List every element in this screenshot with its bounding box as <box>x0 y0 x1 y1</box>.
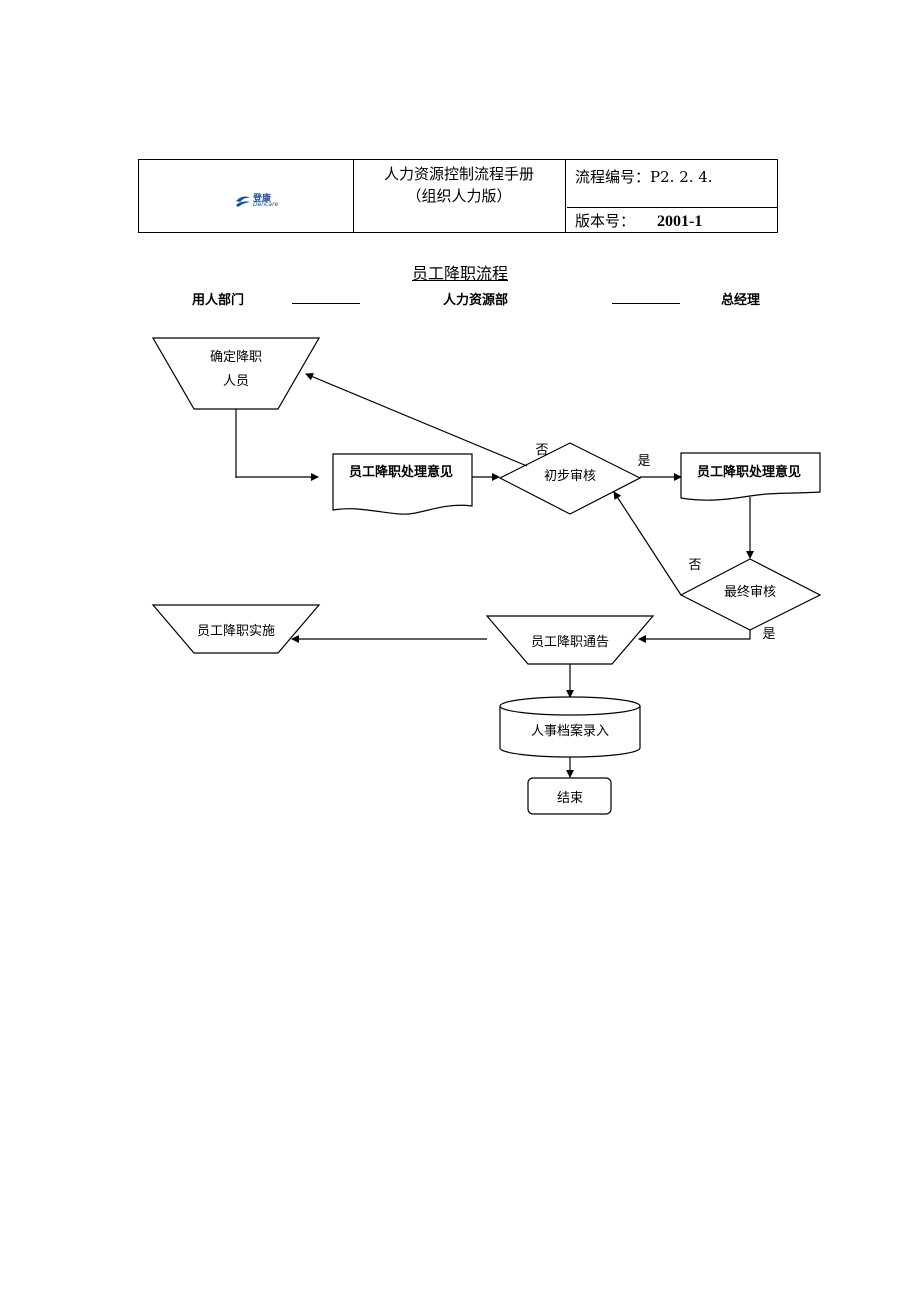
flow-title: 员工降职流程 <box>411 264 508 283</box>
node-archive: 人事档案录入 <box>499 696 641 758</box>
manual-title-cell: 人力资源控制流程手册 （组织人力版） <box>353 160 566 232</box>
node-initial-review-text: 初步审核 <box>544 469 596 484</box>
edge-label-initial-no: 否 <box>535 443 548 458</box>
logo-icon <box>236 196 250 207</box>
edge-label-final-yes: 是 <box>762 627 775 642</box>
manual-title: 人力资源控制流程手册 <box>383 165 534 183</box>
connector-arrow-no <box>613 491 682 596</box>
lane-divider <box>292 303 360 304</box>
node-notice-text: 员工降职通告 <box>531 635 609 650</box>
document-header: 登康 Dencare 人力资源控制流程手册 （组织人力版） 流程编号：P2. 2… <box>138 159 778 233</box>
lane-divider <box>612 303 680 304</box>
node-determine-text-1: 确定降职 <box>210 350 262 365</box>
node-initial-review: 初步审核 <box>498 442 642 515</box>
node-implement: 员工降职实施 <box>151 604 321 654</box>
node-notice: 员工降职通告 <box>485 615 655 665</box>
node-final-review: 最终审核 <box>679 558 822 631</box>
version-label: 版本号： <box>575 212 636 230</box>
version-cell: 版本号： 2001-1 <box>567 208 777 232</box>
manual-subtitle: （组织人力版） <box>406 187 512 205</box>
version-number: 2001-1 <box>657 213 703 230</box>
logo-text-cn: 登康 <box>253 194 272 204</box>
lane-label-department: 用人部门 <box>192 293 245 308</box>
node-end-text: 结束 <box>557 791 583 806</box>
node-determine-text-2: 人员 <box>223 374 249 389</box>
node-opinion-gm: 员工降职处理意见 <box>680 452 821 501</box>
process-number: P2. 2. 4. <box>650 168 713 186</box>
node-opinion-hr-text: 员工降职处理意见 <box>349 464 453 480</box>
node-final-review-text: 最终审核 <box>724 584 776 600</box>
process-number-label: 流程编号： <box>575 168 651 186</box>
node-end: 结束 <box>527 777 612 815</box>
process-number-cell: 流程编号：P2. 2. 4. <box>567 160 777 208</box>
connector-arrow-no <box>305 372 528 467</box>
logo-cell: 登康 Dencare <box>139 160 354 232</box>
node-determine-demotion: 确定降职 人员 <box>151 337 321 410</box>
node-opinion-gm-text: 员工降职处理意见 <box>697 464 801 480</box>
node-opinion-hr: 员工降职处理意见 <box>332 453 473 515</box>
node-implement-text: 员工降职实施 <box>197 624 275 639</box>
connector-arrow-yes <box>638 630 751 643</box>
logo-text-en: Dencare <box>253 201 279 208</box>
edge-label-final-no: 否 <box>688 558 701 573</box>
node-archive-text: 人事档案录入 <box>531 724 609 739</box>
lane-label-gm: 总经理 <box>721 293 761 308</box>
lane-label-hr: 人力资源部 <box>443 293 509 308</box>
company-logo: 登康 Dencare <box>235 193 287 211</box>
edge-label-initial-yes: 是 <box>637 454 650 469</box>
